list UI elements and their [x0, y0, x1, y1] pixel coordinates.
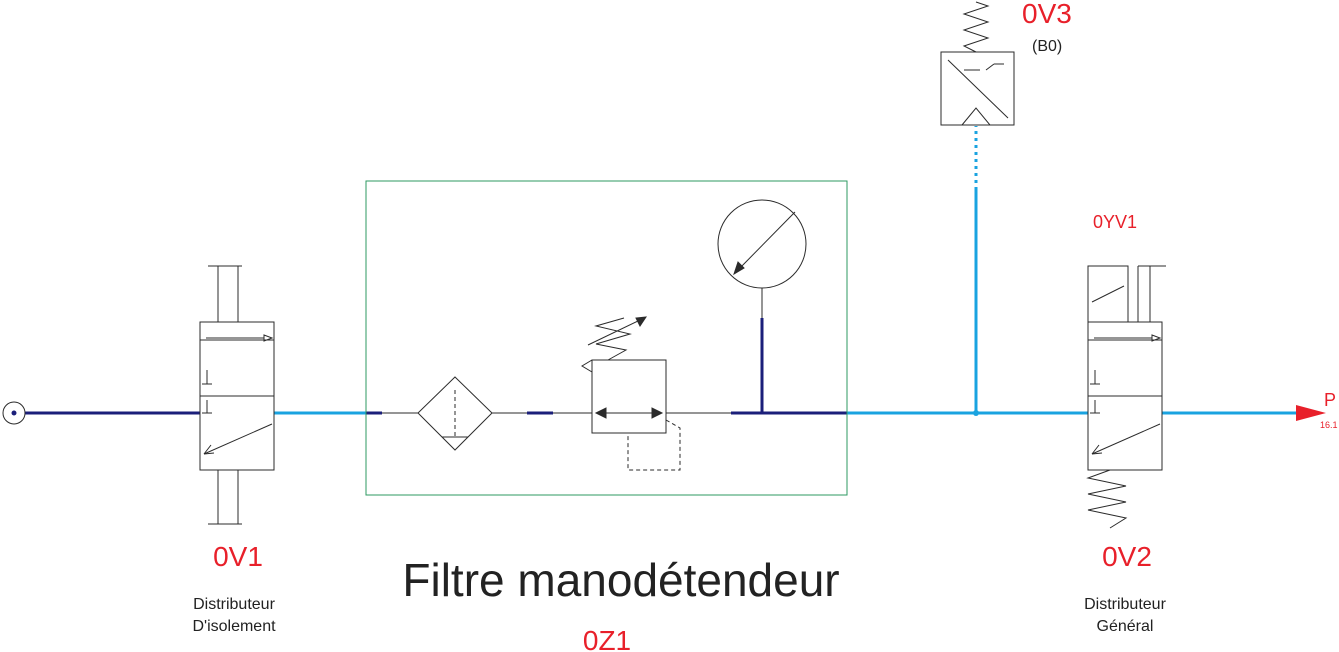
v1-id-label: 0V1	[213, 541, 263, 572]
outlet-label: P	[1324, 390, 1336, 410]
v3-id-label: 0V3	[1022, 0, 1072, 29]
filter-icon	[417, 376, 493, 451]
v2-id-label: 0V2	[1102, 541, 1152, 572]
pressure-gauge-icon	[717, 199, 807, 289]
valve-0v3	[940, 1, 1015, 126]
outlet-ref-label: 16.1	[1320, 420, 1338, 430]
outlet-arrow-icon	[1296, 405, 1326, 421]
frl-title: Filtre manodétendeur	[402, 554, 839, 606]
v1-desc-line1: Distributeur	[193, 596, 275, 613]
pipes	[22, 126, 1298, 416]
v2-solenoid-label: 0YV1	[1093, 212, 1137, 232]
supply-source-icon	[2, 401, 26, 425]
frl-frame	[365, 180, 848, 496]
v1-desc-line2: D'isolement	[192, 618, 276, 635]
valve-0v2	[1086, 265, 1166, 529]
pressure-regulator-icon	[581, 316, 681, 471]
frl-id-label: 0Z1	[583, 625, 631, 652]
junction-dot	[973, 410, 979, 416]
v2-desc-line1: Distributeur	[1084, 596, 1166, 613]
v3-sub-label: (B0)	[1032, 38, 1062, 55]
v2-desc-line2: Général	[1097, 618, 1154, 635]
valve-0v1	[199, 265, 275, 525]
